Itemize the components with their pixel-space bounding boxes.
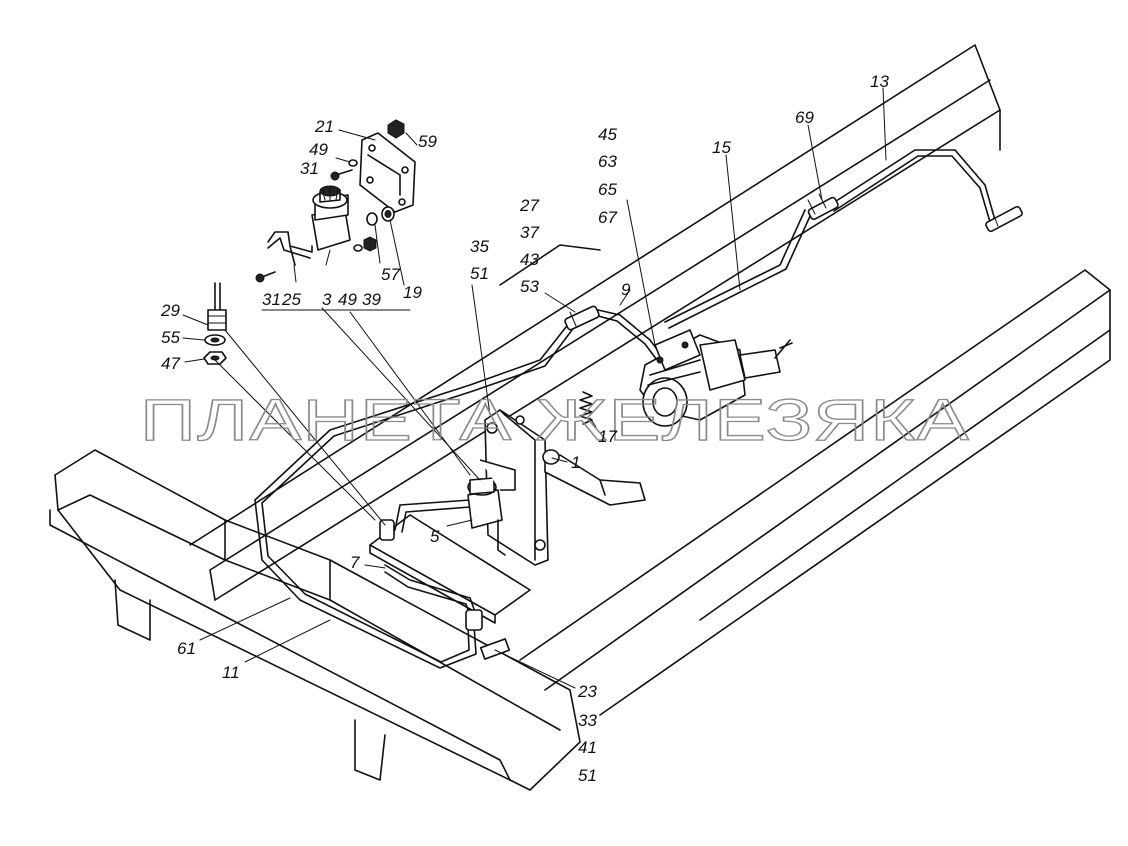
label-51-bottom: 51 (578, 766, 597, 785)
label-67: 67 (598, 208, 617, 227)
label-3: 3 (322, 290, 332, 309)
fitting-53 (564, 305, 600, 331)
pedal-bracket (484, 409, 549, 566)
washer-57 (366, 212, 378, 226)
label-51-top: 51 (470, 264, 489, 283)
label-31-bottom: 31 (262, 290, 281, 309)
breather-29 (207, 282, 227, 331)
label-41: 41 (578, 738, 597, 757)
nut-59 (387, 119, 405, 139)
label-53: 53 (520, 277, 539, 296)
clutch-pedal-1 (542, 449, 646, 506)
washer-49-top (348, 159, 358, 167)
pipeline-5-link (394, 499, 471, 533)
label-57: 57 (381, 265, 400, 284)
label-29: 29 (160, 301, 180, 320)
right-frame-rail (189, 44, 1001, 601)
clamp-25 (267, 231, 313, 266)
label-1: 1 (571, 453, 580, 472)
bolt-31-bottom (255, 271, 276, 283)
washer-55 (204, 334, 226, 346)
label-11: 11 (222, 663, 240, 682)
front-cross-member (49, 449, 581, 791)
label-25: 25 (281, 290, 301, 309)
fitting-69 (807, 193, 839, 221)
label-33: 33 (578, 711, 597, 730)
label-49-bottom: 49 (338, 290, 357, 309)
washer-49-bottom (353, 244, 363, 252)
watermark: ПЛАНЕТА ЖЕЛЕЗЯКА (140, 388, 970, 453)
reservoir-bracket-21 (359, 132, 416, 213)
leader-lines (182, 87, 887, 689)
label-47: 47 (161, 354, 180, 373)
label-31-top: 31 (300, 159, 319, 178)
nut-47 (203, 351, 227, 365)
label-7: 7 (350, 553, 360, 572)
pipeline-9 (597, 309, 666, 365)
label-9: 9 (621, 280, 631, 299)
label-15: 15 (712, 138, 731, 157)
label-35: 35 (470, 237, 489, 256)
label-39: 39 (362, 290, 381, 309)
left-frame-rail (519, 269, 1111, 716)
nut-39 (363, 236, 377, 252)
bolt-31-top (330, 169, 353, 181)
label-55: 55 (161, 328, 180, 347)
pipeline-11 (254, 321, 573, 669)
label-63: 63 (598, 152, 617, 171)
label-61: 61 (177, 639, 196, 658)
clutch-booster (639, 329, 793, 427)
label-21: 21 (314, 117, 334, 136)
pipeline-15 (664, 209, 812, 329)
label-65: 65 (598, 180, 617, 199)
label-59: 59 (418, 132, 437, 151)
washer-19 (381, 206, 395, 222)
pipeline-13-main (829, 149, 996, 223)
label-13: 13 (870, 72, 889, 91)
label-69: 69 (795, 108, 814, 127)
master-cylinder-5 (467, 459, 516, 556)
label-27: 27 (519, 196, 539, 215)
label-49-top: 49 (309, 140, 328, 159)
return-spring-17 (579, 391, 593, 425)
label-5: 5 (430, 527, 440, 546)
reservoir-3 (311, 185, 351, 251)
label-19: 19 (403, 283, 422, 302)
label-37: 37 (520, 223, 539, 242)
label-23: 23 (577, 682, 597, 701)
label-17: 17 (598, 427, 617, 446)
label-45: 45 (598, 125, 617, 144)
callout-labels: 13 69 15 45 63 65 67 27 37 43 53 35 51 9… (160, 72, 889, 785)
label-43: 43 (520, 250, 539, 269)
fitting-13-end (985, 205, 1023, 233)
fitting-lower (379, 519, 511, 660)
